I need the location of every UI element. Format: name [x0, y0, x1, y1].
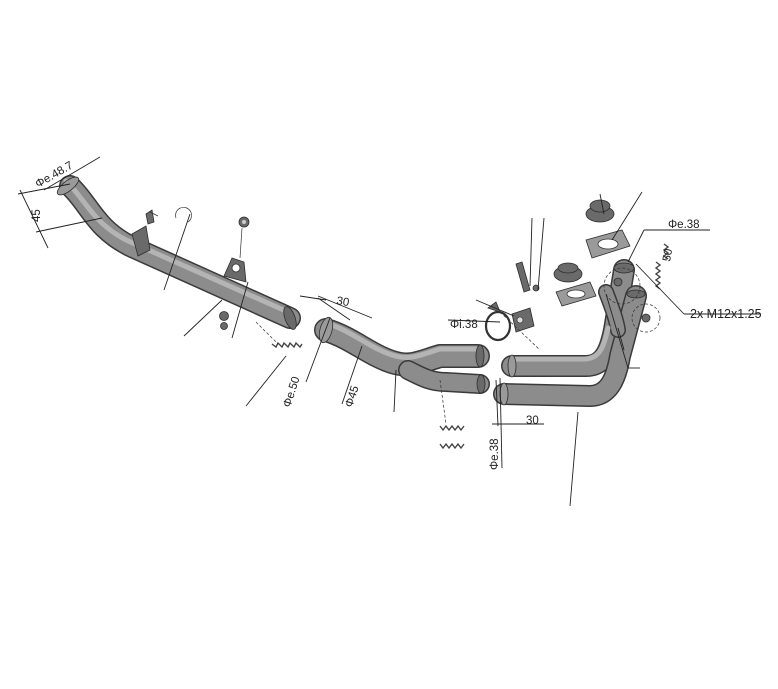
dim-clamp-diameter: Φi.38 [450, 319, 478, 331]
bolt-detail [603, 267, 661, 333]
spring-hook [145, 209, 159, 225]
bolt-specification: 2x M12x1.25 [690, 307, 762, 321]
dim-outlet-length: 30 [526, 415, 539, 427]
dim-mid-length: 30 [335, 295, 350, 309]
pipe-section-middle [314, 316, 490, 394]
exhaust-gasket [553, 199, 615, 283]
exhaust-flange [555, 229, 631, 307]
dim-outlet-diameter: Φe.38 [489, 438, 501, 470]
pipe-clamp [131, 225, 151, 257]
exhaust-spring-1 [271, 341, 303, 349]
dim-header-diameter: Φe.38 [668, 219, 700, 231]
mount-bracket [223, 257, 247, 283]
dim-mid-diameter-a: Φe.50 [281, 375, 302, 409]
hanger-bracket [511, 261, 540, 333]
dim-spring-length: 50 [661, 248, 675, 263]
dim-inlet-length: 45 [31, 209, 43, 222]
exhaust-spring-3 [654, 243, 670, 290]
band-clamp [484, 301, 512, 342]
mounting-nut [219, 311, 229, 330]
pipe-section-outlet [493, 259, 647, 407]
exhaust-spring-2 [439, 379, 465, 450]
dim-mid-diameter-b: Φ45 [343, 384, 361, 409]
rubber-grommet [238, 216, 250, 259]
